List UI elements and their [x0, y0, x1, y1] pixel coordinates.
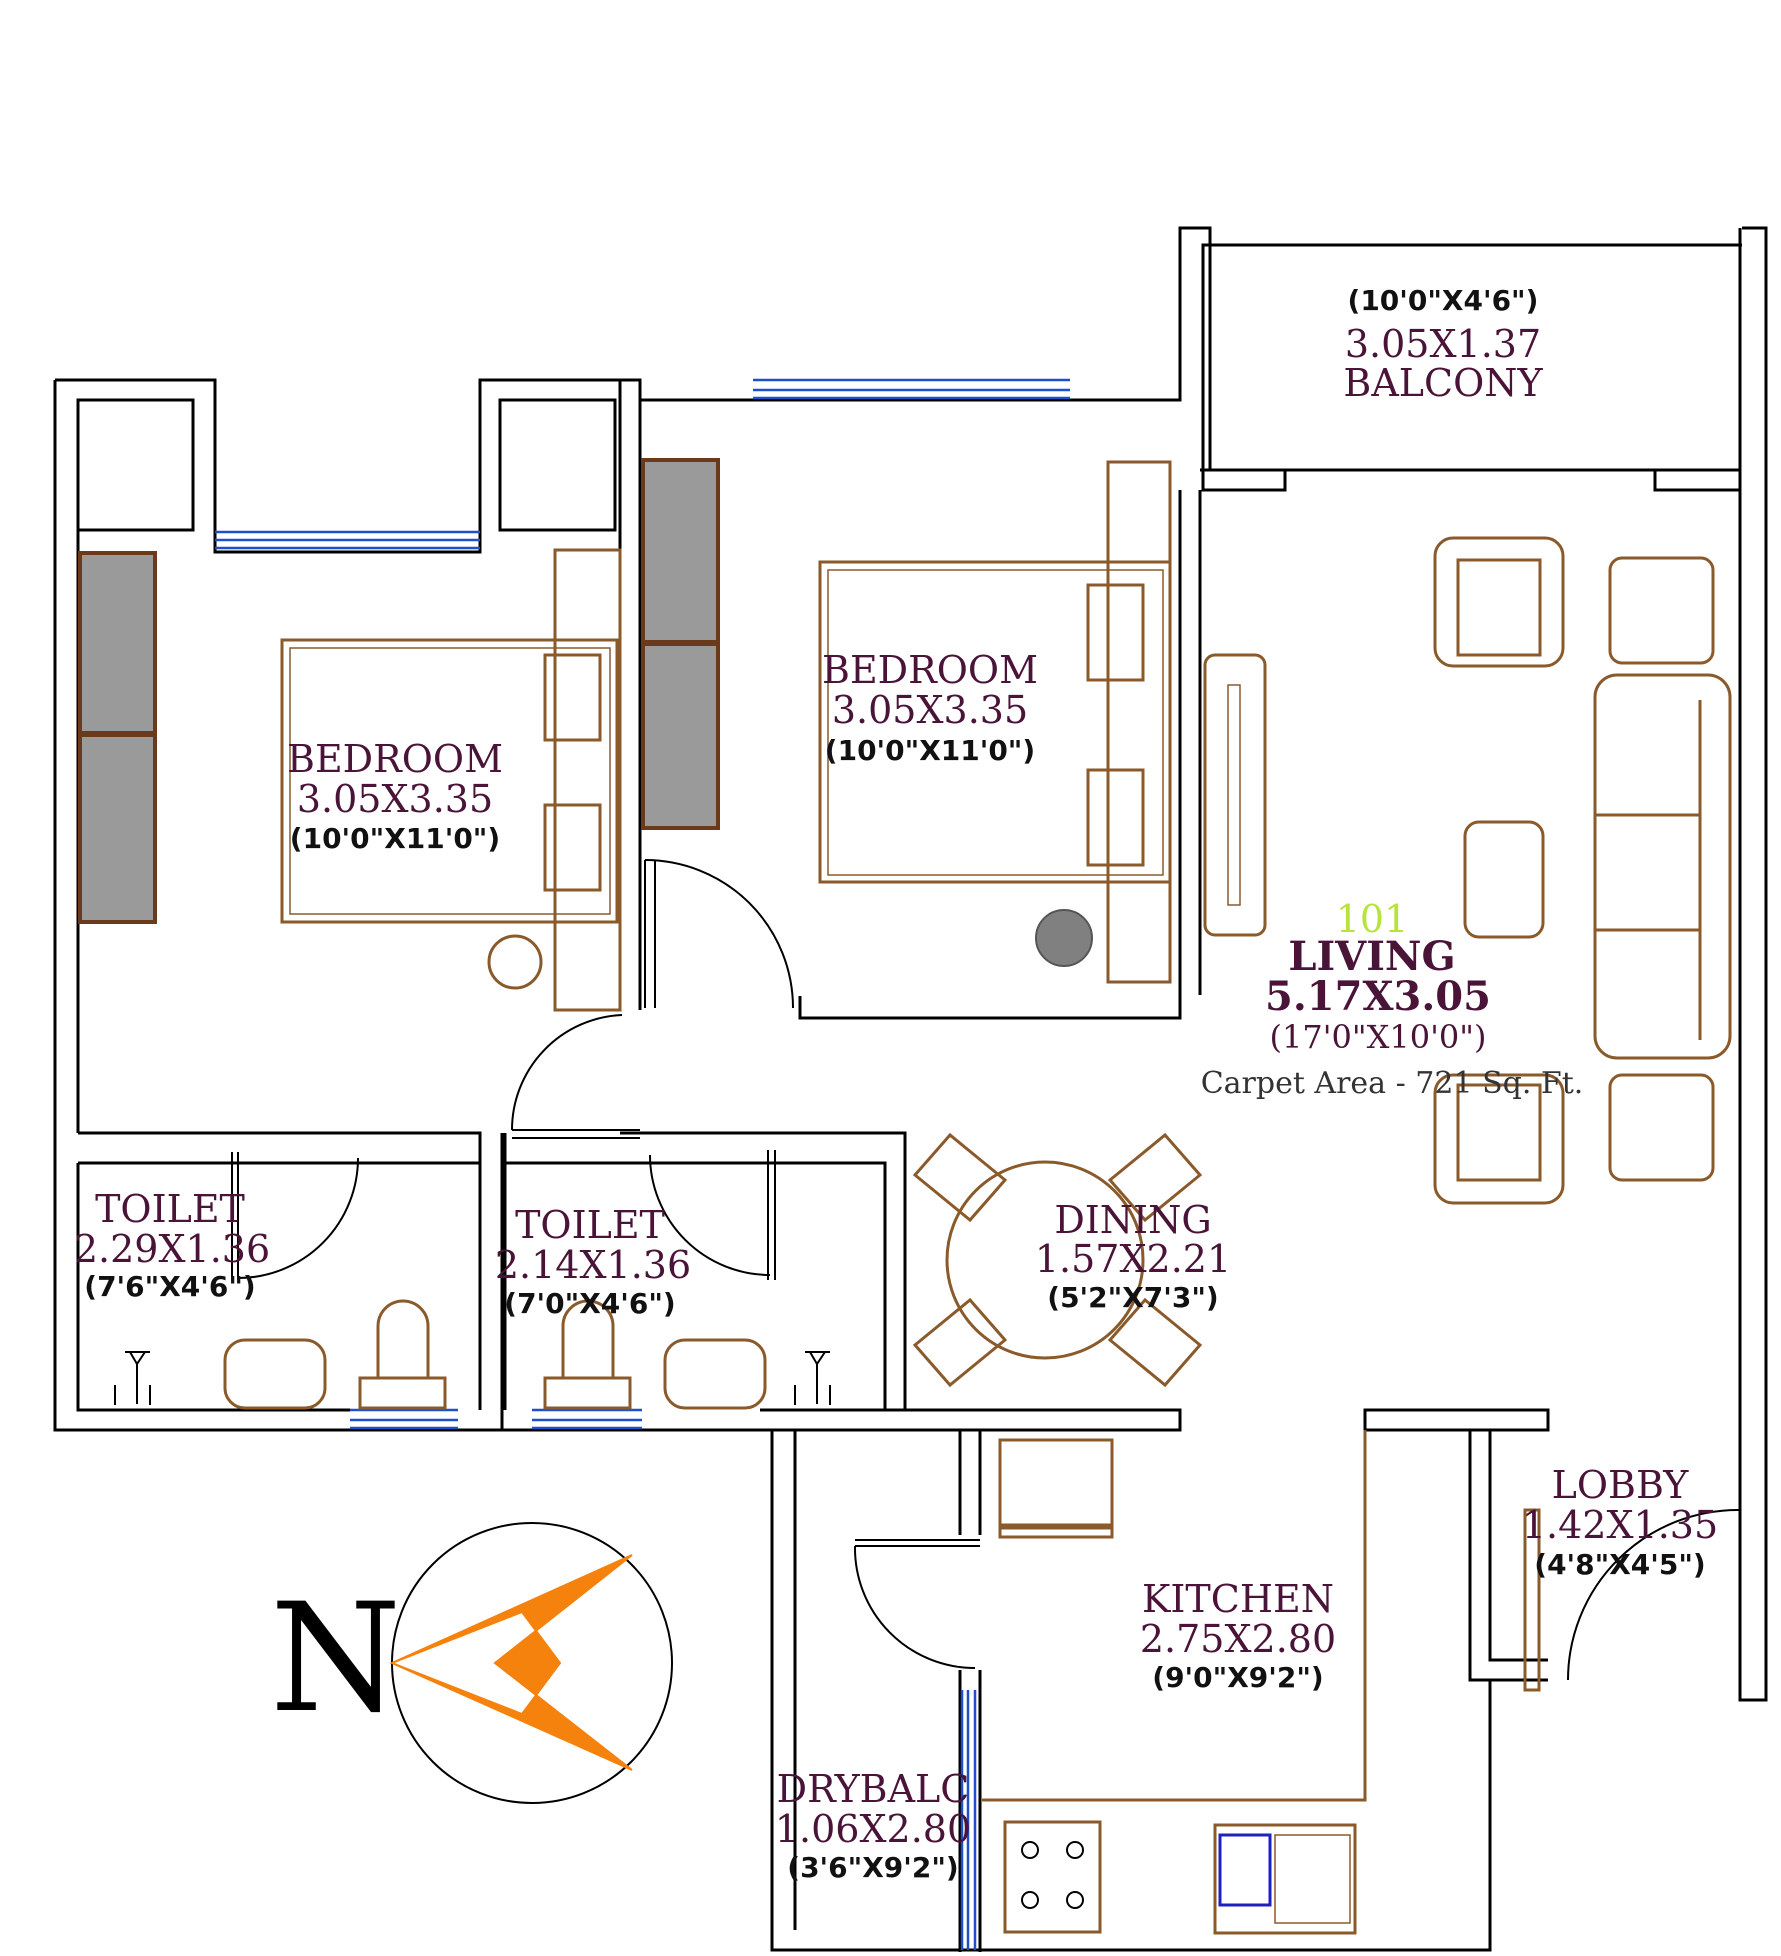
- bedroom-2-label: BEDROOM 3.05X3.35 (10'0"X11'0"): [822, 648, 1038, 767]
- drybalc-name: DRYBALC: [777, 1767, 970, 1811]
- bedroom-1-label: BEDROOM 3.05X3.35 (10'0"X11'0"): [287, 737, 503, 855]
- bedroom-2-metric: 3.05X3.35: [832, 688, 1028, 732]
- bedroom-1-imperial: (10'0"X11'0"): [290, 822, 500, 855]
- lobby-imperial: (4'8"X4'5"): [1534, 1548, 1705, 1581]
- balcony-metric: 3.05X1.37: [1345, 322, 1541, 366]
- bedroom-1-name: BEDROOM: [287, 737, 503, 781]
- dining-metric: 1.57X2.21: [1035, 1237, 1231, 1281]
- living-name: LIVING: [1288, 933, 1455, 980]
- north-label: N: [270, 1572, 401, 1746]
- living-imperial: (17'0"X10'0"): [1270, 1018, 1487, 1056]
- bedroom-2-name: BEDROOM: [822, 648, 1038, 692]
- unit-number: 101: [1336, 897, 1409, 941]
- balcony-name: BALCONY: [1343, 361, 1543, 405]
- dining-name: DINING: [1054, 1198, 1211, 1242]
- living-metric: 5.17X3.05: [1265, 973, 1491, 1020]
- bedroom-1-metric: 3.05X3.35: [297, 777, 493, 821]
- balcony-label: (10'0"X4'6") 3.05X1.37 BALCONY: [1343, 284, 1543, 405]
- kitchen-name: KITCHEN: [1142, 1577, 1334, 1621]
- kitchen-imperial: (9'0"X9'2"): [1152, 1661, 1323, 1694]
- carpet-area: Carpet Area - 721 Sq. Ft.: [1201, 1066, 1584, 1101]
- furniture: [114, 460, 1732, 1935]
- toilet-2-imperial: (7'0"X4'6"): [504, 1287, 675, 1320]
- drybalc-label: DRYBALC 1.06X2.80 (3'6"X9'2"): [775, 1767, 971, 1884]
- compass-arrow-icon: [389, 1554, 633, 1771]
- drybalc-metric: 1.06X2.80: [775, 1807, 971, 1851]
- wardrobes: [78, 458, 720, 924]
- dining-label: DINING 1.57X2.21 (5'2"X7'3"): [1035, 1198, 1231, 1314]
- toilet-2-label: TOILET 2.14X1.36 (7'0"X4'6"): [495, 1203, 691, 1320]
- lobby-name: LOBBY: [1552, 1463, 1690, 1507]
- living-label: 101 LIVING 5.17X3.05 (17'0"X10'0") Carpe…: [1201, 897, 1584, 1101]
- toilet-2-metric: 2.14X1.36: [495, 1243, 691, 1287]
- bedroom-2-imperial: (10'0"X11'0"): [825, 734, 1035, 767]
- north-compass: N: [270, 1522, 673, 1804]
- toilet-2-name: TOILET: [515, 1203, 665, 1247]
- toilet-1-imperial: (7'6"X4'6"): [84, 1270, 255, 1303]
- lobby-label: LOBBY 1.42X1.35 (4'8"X4'5"): [1522, 1463, 1718, 1581]
- walls: [53, 226, 1768, 1952]
- dining-imperial: (5'2"X7'3"): [1047, 1281, 1218, 1314]
- balcony-imperial: (10'0"X4'6"): [1348, 284, 1539, 317]
- toilet-1-metric: 2.29X1.36: [74, 1227, 270, 1271]
- doors: [231, 859, 1741, 1681]
- kitchen-label: KITCHEN 2.75X2.80 (9'0"X9'2"): [1140, 1577, 1336, 1694]
- drybalc-imperial: (3'6"X9'2"): [787, 1851, 958, 1884]
- lobby-metric: 1.42X1.35: [1522, 1503, 1718, 1547]
- toilet-1-name: TOILET: [95, 1187, 245, 1231]
- toilet-1-label: TOILET 2.29X1.36 (7'6"X4'6"): [74, 1187, 270, 1303]
- windows: [215, 378, 1070, 1950]
- kitchen-metric: 2.75X2.80: [1140, 1617, 1336, 1661]
